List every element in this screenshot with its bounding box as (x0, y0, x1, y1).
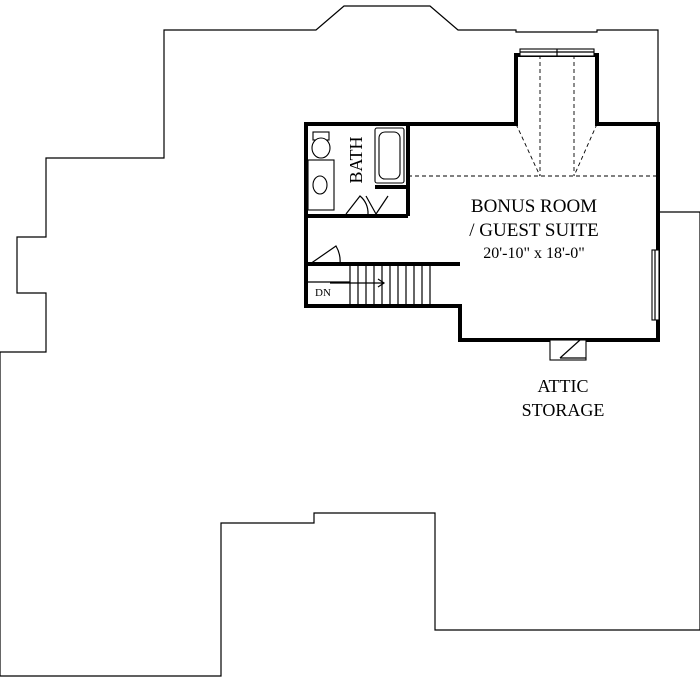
stair-treads (349, 264, 431, 306)
storage-label: STORAGE (522, 400, 605, 420)
bathtub-inner (378, 131, 401, 180)
sink-basin (312, 175, 328, 195)
dormer-slope-right (573, 123, 598, 177)
dormer-slope-left (515, 123, 541, 177)
bonus-room-walls (304, 53, 660, 342)
bonus-room-label: BONUS ROOM (471, 196, 597, 217)
closet-door-swing (365, 195, 389, 215)
attic-label: ATTIC (538, 376, 589, 396)
attic-access-door (559, 339, 586, 359)
bath-door-swing (345, 195, 369, 215)
stair-arrow (330, 278, 386, 288)
stair-down-label: DN (315, 287, 331, 299)
guest-suite-label: / GUEST SUITE (469, 220, 598, 241)
toilet-bowl (311, 137, 331, 159)
stair-door-swing (309, 245, 341, 265)
bonus-room-dimensions: 20'-10" x 18'-0" (483, 245, 584, 262)
roof-outline (0, 5, 700, 677)
bath-label: BATH (346, 136, 366, 183)
